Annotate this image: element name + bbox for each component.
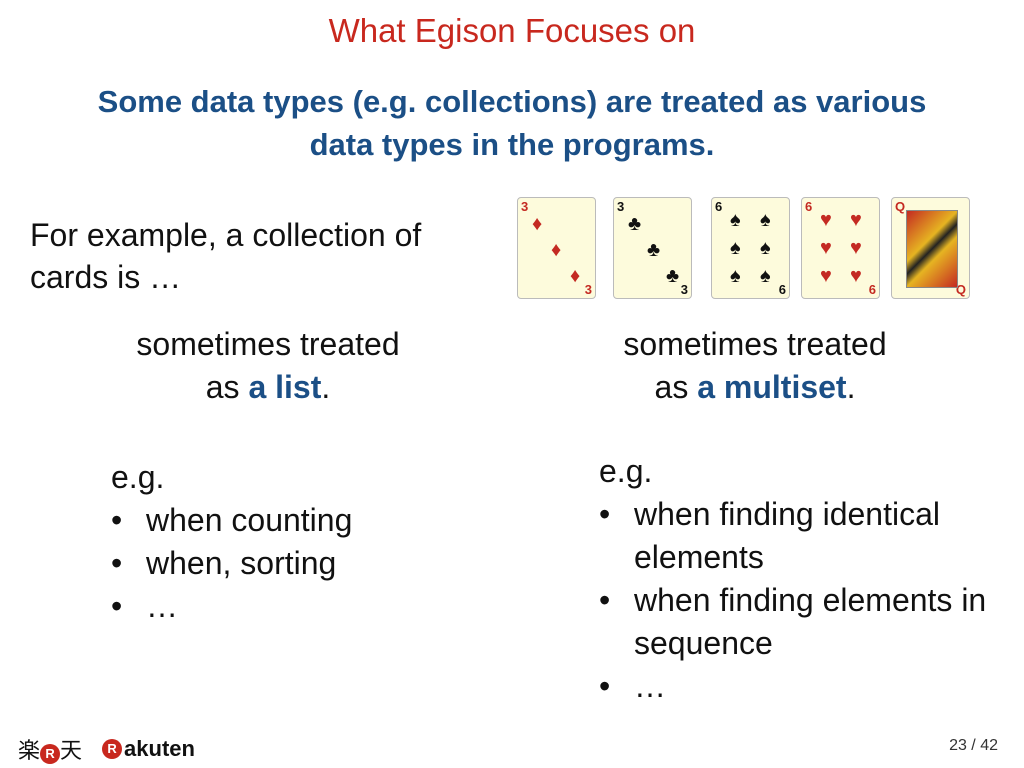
suit-pip: ♣ <box>666 265 680 287</box>
intro-text: For example, a collection of cards is … <box>30 214 421 298</box>
emphasis-list: a list <box>248 369 322 405</box>
suit-pip: ♠ <box>760 265 771 287</box>
multiset-heading: sometimes treated as a multiset. <box>575 323 935 409</box>
suit-pip: ♥ <box>850 265 862 287</box>
suit-pip: ♦ <box>570 265 581 287</box>
suit-pip: ♣ <box>628 213 642 235</box>
heading-line: sometimes treated <box>623 326 887 362</box>
intro-line: cards is … <box>30 259 182 295</box>
heading-line: sometimes treated <box>136 326 400 362</box>
slide-title: What Egison Focuses on <box>328 12 696 49</box>
eg-label: e.g. <box>599 453 653 489</box>
suit-pip: ♥ <box>820 265 832 287</box>
example-item: … <box>599 665 1009 708</box>
multiset-examples: e.g. when finding identical elementswhen… <box>599 450 1009 708</box>
list-examples: e.g. when countingwhen, sorting… <box>111 456 431 628</box>
queen-face <box>906 210 958 288</box>
intro-line: For example, a collection of <box>30 217 422 253</box>
subtitle-line: Some data types (e.g. collections) are t… <box>97 84 927 119</box>
suit-pip: ♣ <box>647 239 661 261</box>
heading-prefix: as <box>654 369 698 405</box>
card-rank: Q <box>895 199 906 214</box>
slide-subtitle: Some data types (e.g. collections) are t… <box>0 80 1024 166</box>
emphasis-multiset: a multiset <box>697 369 847 405</box>
card-rank: 3 <box>584 282 592 297</box>
suit-pip: ♠ <box>730 237 741 259</box>
card-rank: 3 <box>521 199 529 214</box>
heading-suffix: . <box>846 369 856 405</box>
suit-pip: ♠ <box>730 209 741 231</box>
example-item: when counting <box>111 499 431 542</box>
example-item: when, sorting <box>111 542 431 585</box>
list-heading: sometimes treated as a list. <box>88 323 448 409</box>
suit-pip: ♠ <box>760 237 771 259</box>
card-rank: 6 <box>778 282 786 297</box>
example-item: … <box>111 585 431 628</box>
subtitle-line: data types in the programs. <box>309 127 715 162</box>
playing-card: 6 6 ♥ ♥ ♥ ♥ ♥ ♥ <box>801 197 880 299</box>
heading-prefix: as <box>205 369 249 405</box>
suit-pip: ♦ <box>551 239 562 261</box>
suit-pip: ♥ <box>820 209 832 231</box>
suit-pip: ♠ <box>730 265 741 287</box>
card-rank: 3 <box>680 282 688 297</box>
card-rank: Q <box>955 282 966 297</box>
card-rank: 6 <box>805 199 813 214</box>
card-rank: 3 <box>617 199 625 214</box>
card-rank: 6 <box>868 282 876 297</box>
card-rank: 6 <box>715 199 723 214</box>
suit-pip: ♥ <box>850 209 862 231</box>
suit-pip: ♥ <box>850 237 862 259</box>
suit-pip: ♦ <box>532 213 543 235</box>
example-item: when finding elements in sequence <box>599 579 1009 665</box>
playing-card: 6 6 ♠ ♠ ♠ ♠ ♠ ♠ <box>711 197 790 299</box>
heading-suffix: . <box>321 369 331 405</box>
example-item: when finding identical elements <box>599 493 1009 579</box>
suit-pip: ♥ <box>820 237 832 259</box>
eg-label: e.g. <box>111 459 165 495</box>
page-number: 23 / 42 <box>949 737 998 754</box>
suit-pip: ♠ <box>760 209 771 231</box>
